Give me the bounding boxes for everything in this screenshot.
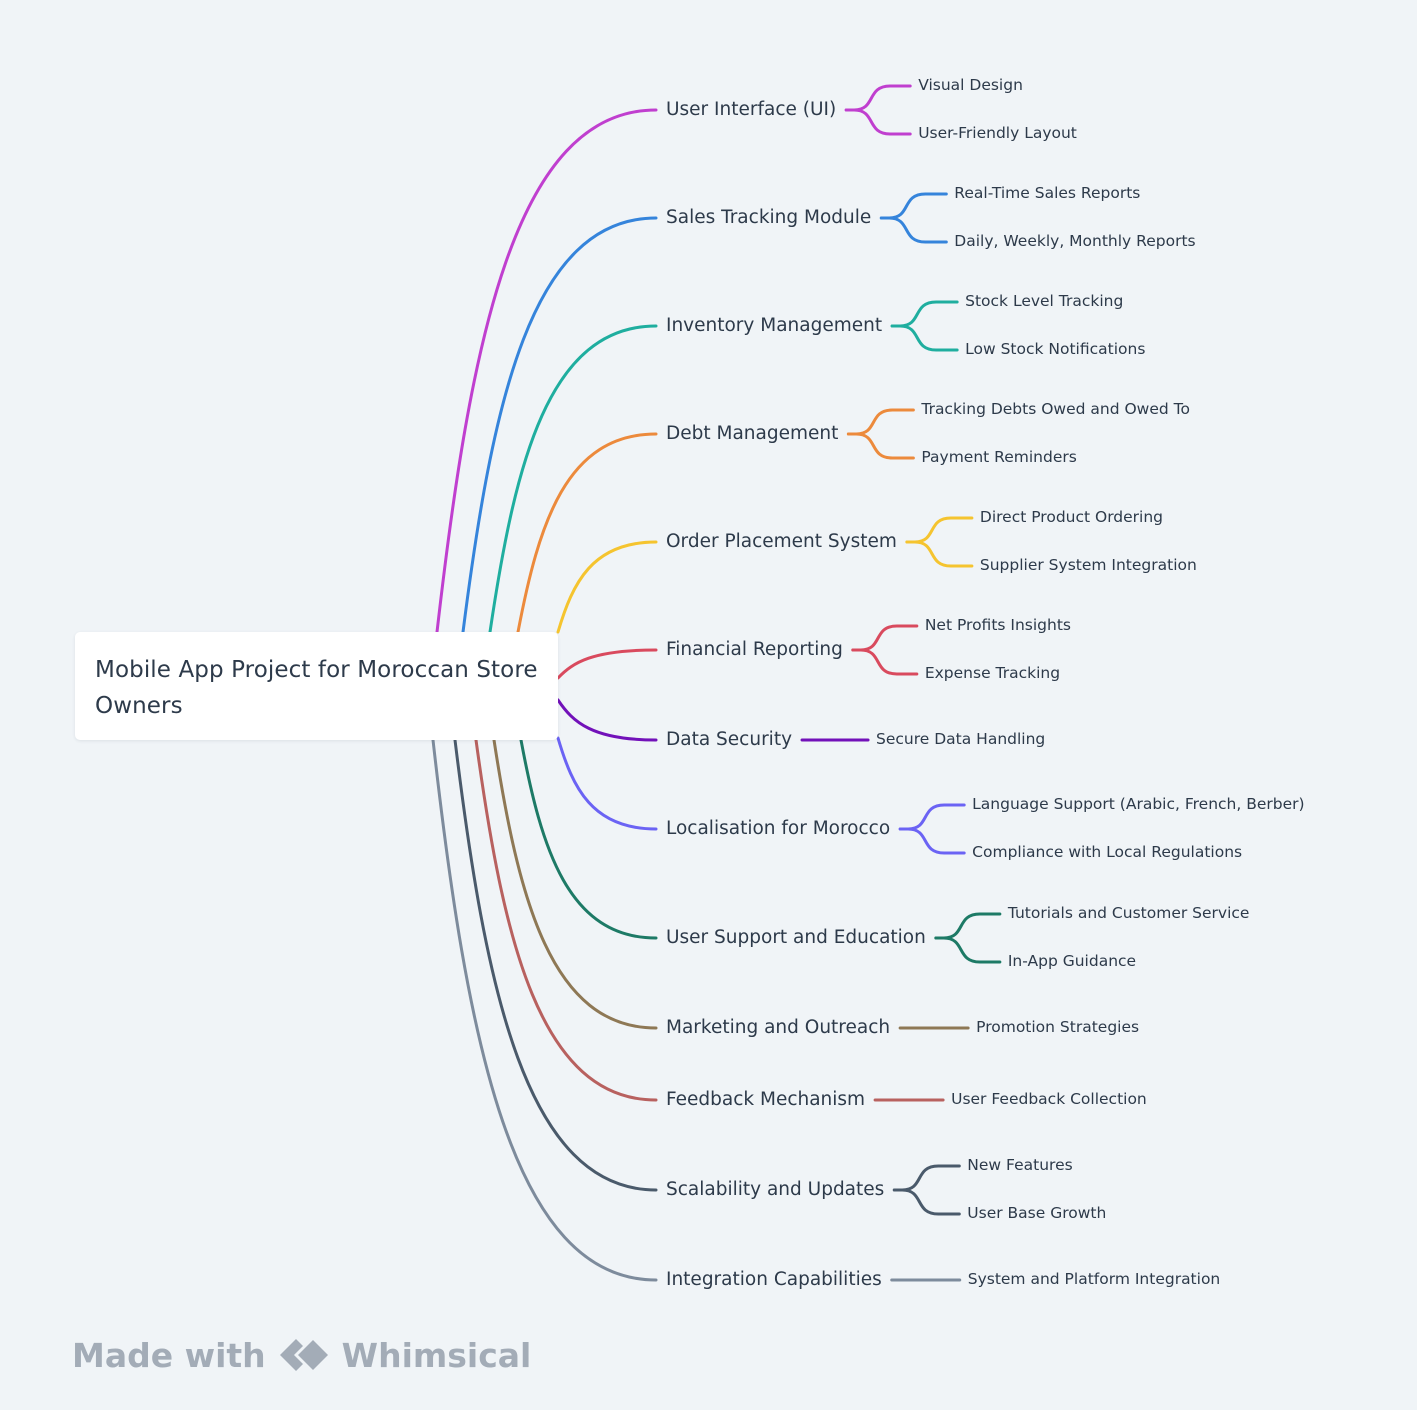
leaf-node-label[interactable]: Low Stock Notifications (965, 340, 1146, 358)
leaf-connector (934, 936, 1002, 964)
leaf-connector (905, 540, 974, 568)
branch-node-label[interactable]: Integration Capabilities (666, 1269, 882, 1290)
leaf-node-label[interactable]: Payment Reminders (921, 448, 1077, 466)
branch-node-label[interactable]: Feedback Mechanism (666, 1089, 866, 1110)
leaf-connector (890, 324, 959, 352)
leaf-node-label[interactable]: Compliance with Local Regulations (972, 843, 1243, 861)
leaf-node-label[interactable]: Tracking Debts Owed and Owed To (921, 400, 1190, 418)
branch-node-label[interactable]: Financial Reporting (666, 639, 843, 660)
branch-node-label[interactable]: Debt Management (666, 423, 839, 444)
root-connector (453, 738, 658, 1192)
leaf-node-label[interactable]: Visual Design (918, 76, 1023, 94)
whimsical-brand-text: Whimsical (341, 1335, 532, 1375)
leaf-connector (879, 192, 948, 220)
root-connector (435, 108, 658, 634)
leaf-node-label[interactable]: Expense Tracking (924, 664, 1061, 682)
leaf-node-label[interactable]: Secure Data Handling (876, 730, 1046, 748)
root-connector (474, 738, 658, 1102)
root-connector (556, 540, 658, 634)
leaf-node-label[interactable]: User-Friendly Layout (918, 124, 1077, 142)
branch-node-label[interactable]: Order Placement System (666, 531, 897, 552)
branch-node-label[interactable]: User Support and Education (666, 927, 926, 948)
root-node[interactable]: Mobile App Project for Moroccan Store Ow… (75, 632, 558, 740)
branch-node-label[interactable]: Scalability and Updates (666, 1179, 885, 1200)
root-connector (488, 324, 658, 634)
leaf-node-label[interactable]: Stock Level Tracking (965, 292, 1124, 310)
root-connector (519, 738, 658, 940)
leaf-node-label[interactable]: Supplier System Integration (979, 556, 1197, 574)
leaf-connector (905, 516, 974, 544)
root-connector (516, 432, 658, 634)
leaf-node-label[interactable]: Net Profits Insights (924, 616, 1071, 634)
leaf-connector (851, 648, 919, 676)
branch-node-label[interactable]: Sales Tracking Module (666, 207, 872, 228)
leaf-node-label[interactable]: Tutorials and Customer Service (1007, 904, 1250, 922)
leaf-connector (844, 84, 912, 112)
leaf-connector (844, 108, 912, 136)
leaf-node-label[interactable]: In-App Guidance (1007, 952, 1137, 970)
leaf-node-label[interactable]: New Features (967, 1156, 1073, 1174)
leaf-node-label[interactable]: User Feedback Collection (951, 1090, 1147, 1108)
branch-node-label[interactable]: Inventory Management (666, 315, 883, 336)
root-connector (492, 738, 658, 1030)
leaf-connector (846, 432, 915, 460)
root-connector (461, 216, 658, 634)
root-node-title: Mobile App Project for Moroccan Store Ow… (95, 657, 538, 719)
leaf-node-label[interactable]: Language Support (Arabic, French, Berber… (972, 795, 1305, 813)
leaf-node-label[interactable]: Direct Product Ordering (979, 508, 1164, 526)
leaf-node-label[interactable]: Real-Time Sales Reports (954, 184, 1141, 202)
branch-node-label[interactable]: Localisation for Morocco (666, 818, 891, 839)
leaf-connector (898, 827, 966, 855)
root-connector (556, 698, 658, 742)
leaf-connector (898, 803, 966, 831)
leaf-connector (892, 1188, 961, 1216)
leaf-connector (846, 408, 915, 436)
leaf-connector (892, 1164, 961, 1192)
leaf-connector (890, 300, 959, 328)
made-with-whimsical-badge[interactable]: Made with Whimsical (72, 1332, 531, 1378)
root-connector (556, 648, 658, 680)
leaf-node-label[interactable]: System and Platform Integration (967, 1270, 1221, 1288)
leaf-connector (934, 912, 1002, 940)
leaf-connector (851, 624, 919, 652)
whimsical-logo-icon (279, 1339, 328, 1371)
leaf-node-label[interactable]: Daily, Weekly, Monthly Reports (954, 232, 1196, 250)
made-with-text: Made with (72, 1335, 266, 1375)
branch-node-label[interactable]: Marketing and Outreach (666, 1017, 891, 1038)
branch-node-label[interactable]: User Interface (UI) (666, 99, 837, 120)
branch-node-label[interactable]: Data Security (666, 729, 793, 750)
leaf-node-label[interactable]: Promotion Strategies (976, 1018, 1140, 1036)
root-connector (431, 738, 658, 1282)
leaf-node-label[interactable]: User Base Growth (967, 1204, 1107, 1222)
leaf-connector (879, 216, 948, 244)
root-connector (556, 736, 658, 831)
